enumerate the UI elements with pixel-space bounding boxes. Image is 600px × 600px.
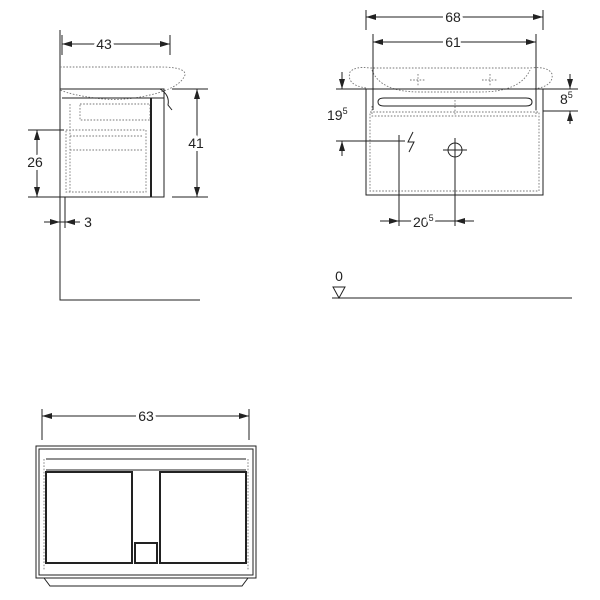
- front-cabinet-body: [365, 88, 544, 196]
- dim-depth-43: 43: [61, 33, 171, 55]
- side-rails: [43, 459, 249, 570]
- dim-drawer-26: 26: [24, 129, 64, 198]
- depth-label: 43: [96, 36, 112, 52]
- drawer-middle: [134, 542, 158, 564]
- front-drawer-detail: [371, 100, 537, 117]
- side-basin-outline: [59, 66, 186, 100]
- drawer-left: [45, 471, 133, 564]
- front-handle: [377, 97, 533, 107]
- top-front-edge: [43, 577, 249, 587]
- top-offset-main: 8: [560, 91, 568, 107]
- dim-width-63: 63: [41, 405, 250, 440]
- top-width-label: 63: [138, 408, 154, 424]
- front-basin-outline: [348, 67, 553, 90]
- floor-level: 0: [332, 268, 572, 300]
- dim-offset-3: 3: [44, 197, 92, 230]
- top-cabinet-outline: [35, 445, 257, 579]
- drawer-height-label: 26: [27, 154, 43, 170]
- floor-triangle-icon: [332, 286, 346, 300]
- overall-width-label: 68: [445, 9, 461, 25]
- offset-label: 3: [84, 214, 92, 230]
- height-label: 41: [188, 135, 204, 151]
- side-cabinet-top: [60, 88, 165, 98]
- front-view: 68 61 195 85 205: [327, 6, 578, 300]
- dim-width-61: 61: [372, 31, 537, 110]
- side-drawer-inner: [65, 129, 147, 193]
- top-cabinet-inner: [38, 448, 254, 576]
- drain-offset-label: 205: [413, 213, 434, 230]
- side-siphon: [159, 88, 173, 111]
- drain-crosshair-icon: [443, 138, 467, 162]
- drain-offset-main: 20: [413, 214, 429, 230]
- dim-offset-8-5: 85: [543, 74, 578, 124]
- dim-offset-20-5: 205: [380, 211, 474, 233]
- top-view: 63: [35, 405, 257, 587]
- top-offset-sup: 5: [568, 90, 573, 100]
- electric-icon: [393, 131, 415, 153]
- side-view: 43 41 26 3: [24, 30, 208, 301]
- inner-width-label: 61: [445, 34, 461, 50]
- floor-level-label: 0: [335, 268, 343, 284]
- tap-right: [482, 74, 498, 86]
- drain-height-main: 19: [327, 107, 343, 123]
- dim-height-19-5: 195: [327, 72, 393, 156]
- dim-height-41: 41: [172, 88, 208, 198]
- top-back-strip: [46, 458, 246, 471]
- top-offset-label: 85: [560, 90, 573, 107]
- front-cabinet-inner: [369, 111, 540, 192]
- drain-height-sup: 5: [343, 106, 348, 116]
- tap-left: [410, 74, 426, 86]
- side-basin-inner: [79, 103, 151, 121]
- dim-width-68: 68: [365, 6, 544, 30]
- drain-height-label: 195: [327, 106, 348, 123]
- drain-offset-sup: 5: [429, 213, 434, 223]
- side-cabinet-body: [62, 97, 165, 198]
- side-drawer-inner-2: [70, 135, 142, 151]
- wall-line: [59, 30, 200, 301]
- drawer-right: [159, 471, 247, 564]
